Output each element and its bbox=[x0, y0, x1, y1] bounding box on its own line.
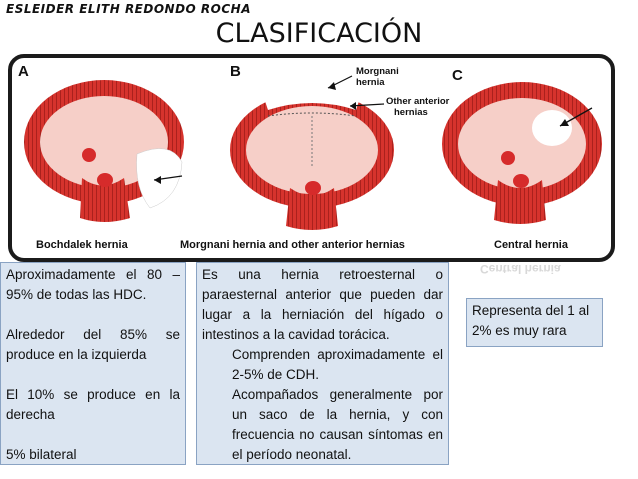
crura-b bbox=[286, 188, 338, 230]
crura-a bbox=[80, 178, 130, 222]
central-info-box: Representa del 1 al 2% es muy rara bbox=[466, 298, 603, 347]
bochdalek-line-2: Alrededor del 85% se produce en la izqui… bbox=[6, 327, 180, 362]
panel-letter-b: B bbox=[230, 63, 241, 80]
svg-text:Other anterior hernias: Other anterior hernias bbox=[386, 96, 452, 118]
svg-text:Morgnani hernia: Morgnani hernia bbox=[356, 66, 401, 88]
author-name: ESLEIDER ELITH REDONDO ROCHA bbox=[6, 2, 251, 16]
bochdalek-line-3: El 10% se produce en la derecha bbox=[6, 387, 180, 422]
crura-c bbox=[494, 180, 546, 224]
morgnani-line-1: Comprenden aproximadamente el 2-5% de CD… bbox=[232, 347, 443, 382]
label-morgnani-1: Morgnani bbox=[356, 66, 399, 77]
diaphragm-b bbox=[230, 75, 394, 230]
label-anterior-1: Other anterior bbox=[386, 96, 450, 107]
defect-b bbox=[264, 89, 360, 110]
central-text: Representa del 1 al 2% es muy rara bbox=[472, 303, 590, 338]
diaphragm-a bbox=[24, 80, 184, 222]
label-anterior-2: hernias bbox=[394, 107, 428, 118]
defect-c bbox=[532, 110, 572, 146]
morgnani-intro: Es una hernia retroesternal o paraestern… bbox=[202, 267, 443, 342]
caption-central: Central hernia bbox=[494, 239, 569, 251]
diaphragm-c bbox=[442, 82, 602, 224]
panel-letter-a: A bbox=[18, 63, 29, 80]
hernia-classification-figure: A B C Morgnani hernia Other anterior her… bbox=[8, 54, 615, 262]
panel-letter-c: C bbox=[452, 67, 463, 84]
bochdalek-info-box: Aproximadamente el 80 – 95% de todas las… bbox=[0, 262, 186, 465]
aorta-dot-a bbox=[82, 148, 96, 162]
bochdalek-line-4: 5% bilateral bbox=[6, 447, 77, 462]
caption-bochdalek: Bochdalek hernia bbox=[36, 239, 129, 251]
morgnani-info-box: Es una hernia retroesternal o paraestern… bbox=[196, 262, 449, 465]
bochdalek-line-1: Aproximadamente el 80 – 95% de todas las… bbox=[6, 267, 180, 302]
morgnani-line-2: Acompañados generalmente por un saco de … bbox=[232, 387, 443, 462]
caption-reflection: Central hernia bbox=[480, 262, 561, 276]
caption-morgnani: Morgnani hernia and other anterior herni… bbox=[180, 239, 405, 251]
label-morgnani-2: hernia bbox=[356, 77, 385, 88]
slide-title: CLASIFICACIÓN bbox=[215, 18, 423, 49]
